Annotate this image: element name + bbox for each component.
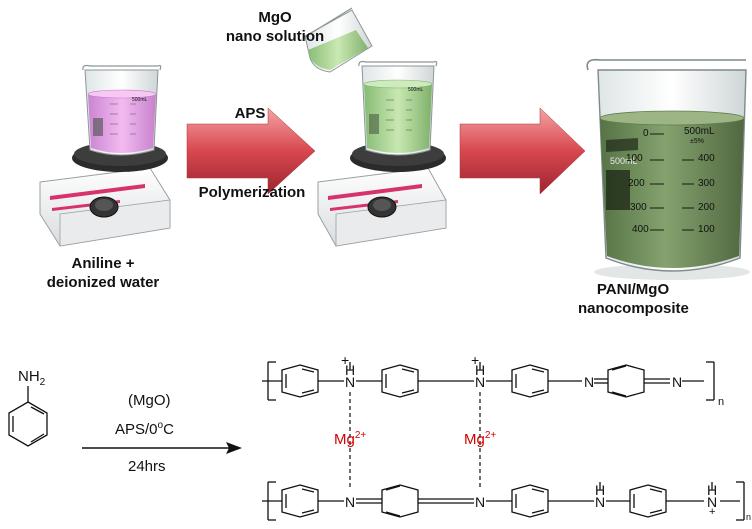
- chain1-plus-1: +: [341, 352, 350, 368]
- mg-ion-1: Mg2+: [334, 430, 366, 448]
- big-beaker-unit: 500mL: [684, 126, 715, 137]
- polymer-chain-2: [262, 481, 745, 521]
- pouring-beaker: [302, 7, 373, 73]
- big-beaker-right-200: 200: [698, 202, 715, 213]
- process-arrow-2: [459, 107, 586, 195]
- big-beaker-right-300: 300: [698, 178, 715, 189]
- big-beaker-left-200: 200: [628, 178, 645, 189]
- big-beaker-left-400: 400: [632, 224, 649, 235]
- chain2-plus: +: [709, 506, 716, 518]
- stage1-label-line2: deionized water: [46, 274, 160, 291]
- beaker-green-unit: 500mL: [408, 87, 424, 93]
- chain2-h-2: H: [707, 482, 718, 498]
- big-beaker-left-100: 100: [626, 153, 643, 164]
- condition-time: 24hrs: [128, 458, 166, 475]
- stage1-label: Aniline + deionized water: [28, 254, 178, 292]
- condition-degree: o: [157, 420, 164, 431]
- product-label-line1: PANI/MgO: [596, 281, 670, 298]
- aniline-nh: NH: [18, 368, 40, 385]
- mgo-label-line2: nano solution: [225, 28, 325, 45]
- beaker-pink-unit: 500mL: [132, 97, 148, 103]
- big-beaker-top-mark: 0: [643, 128, 649, 139]
- process-arrow-1: [186, 107, 316, 195]
- chain1-repeat-n: n: [718, 396, 725, 408]
- big-beaker-tolerance: ±5%: [690, 138, 704, 145]
- chain1-n-3: N: [584, 374, 595, 390]
- chain1-h-2: H: [475, 362, 486, 378]
- chain1-h-1: H: [345, 362, 356, 378]
- mgo-label-line1: MgO: [258, 9, 292, 26]
- chain1-n-1: N: [345, 374, 356, 390]
- beaker-pink: [82, 64, 162, 156]
- mg-ion-2-symbol: Mg: [464, 431, 485, 448]
- chain2-h-1: H: [595, 482, 606, 498]
- big-beaker-right-100: 100: [698, 224, 715, 235]
- beaker-green: [358, 60, 438, 156]
- product-label-line2: nanocomposite: [578, 300, 689, 317]
- product-label: PANI/MgO nanocomposite: [578, 280, 689, 318]
- aniline-sub2: 2: [39, 377, 46, 388]
- mg-ion-2-charge: 2+: [484, 430, 497, 441]
- hotplate-2: [317, 142, 447, 247]
- chain2-n-4: N: [707, 494, 718, 510]
- aps-label: APS: [234, 105, 266, 122]
- chain2-n-2: N: [475, 494, 486, 510]
- condition-mgo: (MgO): [128, 392, 171, 409]
- aniline-structure: [8, 386, 48, 447]
- big-beaker-left-300: 300: [630, 202, 647, 213]
- chain1-n-2: N: [475, 374, 486, 390]
- hotplate-1: [39, 142, 171, 247]
- mg-ion-2: Mg2+: [464, 430, 496, 448]
- polymerization-label: Polymerization: [198, 184, 306, 201]
- big-beaker-right-400: 400: [698, 153, 715, 164]
- beaker-large: [586, 58, 750, 280]
- aniline-nh2: NH2: [18, 368, 45, 388]
- mgo-label: MgO nano solution: [220, 8, 330, 46]
- mg-ion-1-charge: 2+: [354, 430, 367, 441]
- condition-aps-temp: APS/0oC: [115, 420, 174, 438]
- condition-celsius: C: [163, 421, 174, 438]
- mg-ion-1-symbol: Mg: [334, 431, 355, 448]
- chain2-n-1: N: [345, 494, 356, 510]
- chain2-n-3: N: [595, 494, 606, 510]
- reaction-arrowhead: [226, 442, 242, 454]
- condition-aps: APS/0: [115, 421, 158, 438]
- chain2-repeat-n: n: [746, 512, 752, 522]
- chain1-n-4: N: [672, 374, 683, 390]
- big-beaker-side-label: 500mL: [610, 156, 638, 166]
- stage1-label-line1: Aniline +: [71, 255, 135, 272]
- polymer-chain-1: [262, 361, 715, 401]
- chain1-plus-2: +: [471, 352, 480, 368]
